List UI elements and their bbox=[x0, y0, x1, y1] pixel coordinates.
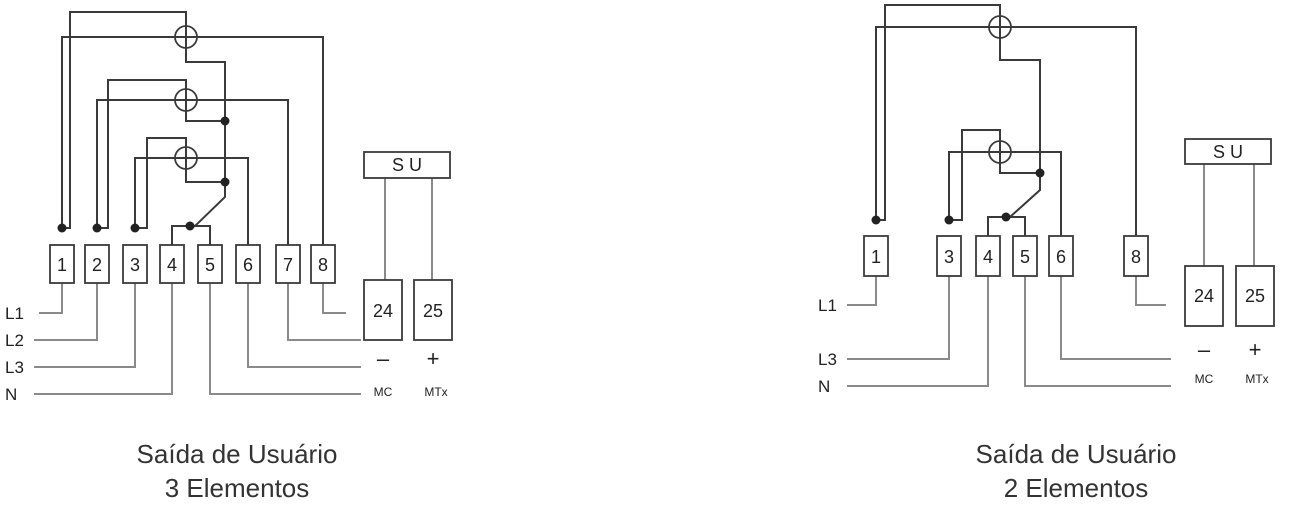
terminal-5-label: 5 bbox=[205, 255, 215, 275]
terminal-3-label: 3 bbox=[944, 247, 954, 267]
line-label-n: N bbox=[5, 385, 17, 404]
current-transformers-left bbox=[174, 25, 198, 170]
terminal-block-left: 1 2 3 4 5 6 7 8 bbox=[49, 244, 336, 284]
output-24-label: 24 bbox=[373, 301, 393, 321]
terminal-4-label: 4 bbox=[983, 247, 993, 267]
terminal-8 bbox=[1123, 235, 1149, 277]
output-24 bbox=[363, 279, 403, 341]
external-wiring-right bbox=[847, 163, 1255, 387]
current-transformers-right bbox=[988, 15, 1012, 164]
mc-label: MC bbox=[374, 385, 393, 399]
su-box bbox=[1184, 138, 1272, 165]
caption-title-right: Saída de Usuário bbox=[976, 439, 1177, 469]
line-labels-left: L1 L2 L3 N bbox=[5, 304, 24, 404]
internal-wiring-right bbox=[875, 4, 1137, 237]
caption-subtitle-right: 2 Elementos bbox=[1004, 473, 1149, 503]
terminal-1 bbox=[49, 244, 75, 284]
terminal-4 bbox=[159, 244, 185, 284]
line-label-n: N bbox=[818, 377, 830, 396]
plus-sign: + bbox=[427, 346, 440, 371]
mtx-label: MTx bbox=[424, 385, 447, 399]
terminal-1 bbox=[863, 235, 889, 277]
output-25-label: 25 bbox=[1245, 286, 1265, 306]
ct-1-cross bbox=[174, 25, 198, 49]
minus-sign: – bbox=[1198, 337, 1211, 362]
terminal-3 bbox=[936, 235, 962, 277]
terminal-1-label: 1 bbox=[871, 247, 881, 267]
terminal-8 bbox=[310, 244, 336, 284]
terminal-7-label: 7 bbox=[283, 255, 293, 275]
output-25 bbox=[413, 279, 453, 341]
su-label: S U bbox=[392, 155, 422, 175]
caption-subtitle-left: 3 Elementos bbox=[165, 473, 310, 503]
diagram-2-elementos: 1 3 4 5 6 8 L1 L3 N S U 24 25 – + bbox=[818, 4, 1275, 503]
terminal-4 bbox=[975, 235, 1001, 277]
minus-sign: – bbox=[377, 346, 390, 371]
ct-2-cross bbox=[174, 88, 198, 112]
terminal-5 bbox=[197, 244, 223, 284]
terminal-8-label: 8 bbox=[1131, 247, 1141, 267]
terminal-5-label: 5 bbox=[1020, 247, 1030, 267]
line-label-l1: L1 bbox=[5, 304, 24, 323]
ct-3-cross bbox=[174, 146, 198, 170]
line-label-l1: L1 bbox=[818, 296, 837, 315]
terminal-block-right: 1 3 4 5 6 8 bbox=[863, 235, 1149, 277]
terminal-7 bbox=[275, 244, 301, 284]
terminal-3-label: 3 bbox=[130, 255, 140, 275]
line-label-l3: L3 bbox=[5, 358, 24, 377]
line-labels-right: L1 L3 N bbox=[818, 296, 837, 396]
terminal-6-label: 6 bbox=[243, 255, 253, 275]
caption-title-left: Saída de Usuário bbox=[137, 439, 338, 469]
diagram-3-elementos: 1 2 3 4 5 6 7 8 L1 L2 L3 N S U bbox=[5, 11, 453, 503]
terminal-1-label: 1 bbox=[57, 255, 67, 275]
terminal-2-label: 2 bbox=[92, 255, 102, 275]
su-label: S U bbox=[1213, 142, 1243, 162]
output-24 bbox=[1184, 265, 1224, 327]
line-label-l2: L2 bbox=[5, 331, 24, 350]
terminal-6-label: 6 bbox=[1056, 247, 1066, 267]
terminal-6 bbox=[1048, 235, 1074, 277]
terminal-3 bbox=[122, 244, 148, 284]
ct-1-cross bbox=[988, 15, 1012, 39]
output-25 bbox=[1235, 265, 1275, 327]
plus-sign: + bbox=[1249, 337, 1262, 362]
terminal-5 bbox=[1012, 235, 1038, 277]
external-wiring-left bbox=[34, 177, 433, 395]
terminal-2 bbox=[84, 244, 110, 284]
output-24-label: 24 bbox=[1194, 286, 1214, 306]
mtx-label: MTx bbox=[1245, 372, 1268, 386]
mc-label: MC bbox=[1195, 372, 1214, 386]
junction-dots-left bbox=[57, 116, 230, 233]
terminal-6 bbox=[235, 244, 261, 284]
user-output-right: S U 24 25 – + MC MTx bbox=[1184, 138, 1275, 386]
output-25-label: 25 bbox=[423, 301, 443, 321]
terminal-4-label: 4 bbox=[167, 255, 177, 275]
junction-dots-right bbox=[871, 168, 1045, 225]
ct-2-cross bbox=[988, 140, 1012, 164]
user-output-left: S U 24 25 – + MC MTx bbox=[363, 151, 453, 399]
su-box bbox=[363, 151, 451, 179]
terminal-8-label: 8 bbox=[318, 255, 328, 275]
line-label-l3: L3 bbox=[818, 350, 837, 369]
